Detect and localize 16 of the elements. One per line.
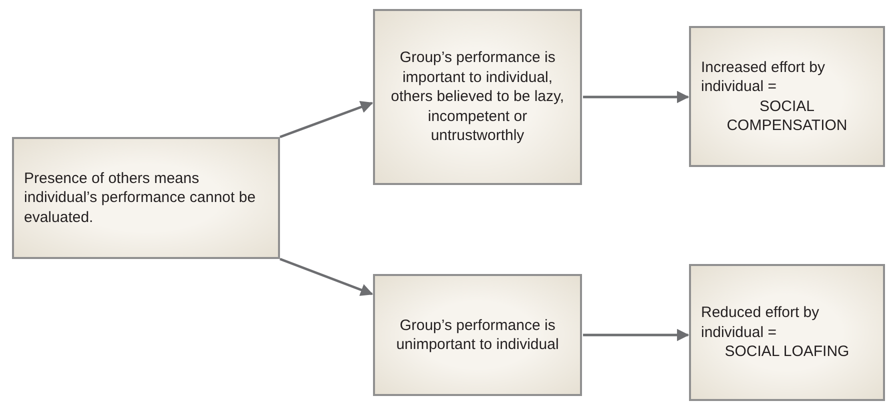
arrow — [280, 101, 374, 138]
condition-text: Group’s performance is unimportant to individual — [395, 316, 560, 354]
condition-box — [373, 274, 582, 396]
arrow — [280, 258, 374, 296]
outcome-description: Reduced effort by individual = — [701, 303, 820, 342]
outcome-term: SOCIAL COMPENSATION — [726, 96, 848, 136]
process-text: Presence of others means individual’s performance cannot be evaluated. — [24, 168, 257, 228]
arrow — [583, 328, 690, 342]
arrow — [583, 90, 690, 104]
process-box — [12, 137, 280, 259]
condition-text: Group’s performance is important to individual, others believed to be lazy, incompetent or untrustworthly — [390, 48, 566, 146]
outcome-box — [689, 264, 885, 401]
outcome-term: SOCIAL LOAFING — [724, 342, 850, 362]
outcome-box — [689, 26, 885, 167]
condition-box — [373, 9, 582, 185]
outcome-description: Increased effort by individual = — [701, 58, 826, 96]
